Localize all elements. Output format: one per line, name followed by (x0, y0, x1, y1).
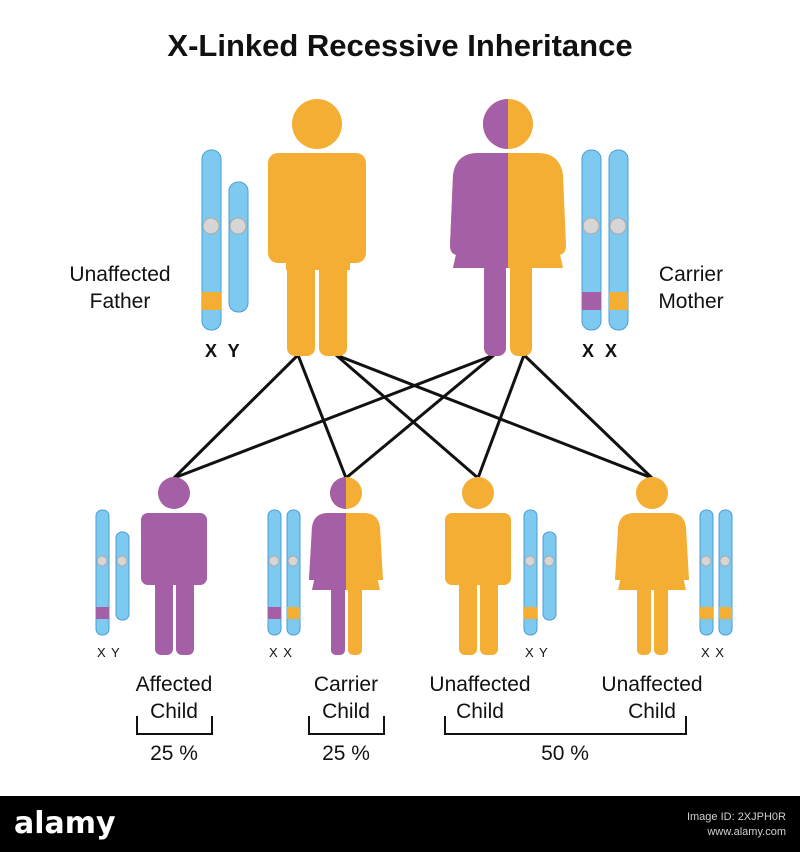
inheritance-lines (172, 353, 654, 480)
child1-label: Affected Child (114, 671, 234, 725)
child2-label-line2: Child (322, 700, 370, 723)
child2-chromosomes (267, 509, 301, 636)
bracket-unaffected (444, 716, 687, 735)
watermark-footer: alamy Image ID: 2XJPH0R www.alamy.com (0, 796, 800, 852)
child2-label-line1: Carrier (313, 673, 379, 696)
percentage-brackets (136, 716, 687, 735)
father-label-line2: Father (89, 290, 151, 313)
line-mother-to-child2 (345, 353, 495, 480)
father-chromosome-label: X Y (205, 341, 243, 361)
line-mother-to-child1 (173, 353, 495, 480)
mother-label-line1: Carrier (658, 263, 724, 286)
line-father-to-child3 (335, 353, 479, 480)
child4-label: Unaffected Child (590, 671, 714, 725)
child1-label-line1: Affected (135, 673, 213, 696)
child4-label-line1: Unaffected (601, 673, 703, 696)
alamy-logo: alamy (14, 806, 116, 841)
child4-chromosome-label: X X (701, 645, 725, 660)
child3-figure (445, 477, 511, 655)
footer-meta: Image ID: 2XJPH0R www.alamy.com (687, 810, 786, 840)
mother-label-line2: Mother (658, 290, 724, 313)
chromosome-icon (608, 149, 629, 331)
chromosome-icon (228, 181, 249, 313)
mother-figure (450, 99, 566, 356)
chromosome-icon (581, 149, 602, 331)
line-mother-to-child4 (522, 353, 654, 480)
child4-label-line2: Child (628, 700, 676, 723)
site-url: www.alamy.com (707, 826, 786, 838)
percentage-affected: 25 % (150, 742, 198, 765)
line-father-to-child1 (172, 353, 300, 480)
father-label: Unaffected Father (50, 261, 190, 315)
child4-chromosomes (699, 509, 733, 636)
inheritance-diagram (95, 99, 733, 735)
percentage-unaffected: 50 % (541, 742, 589, 765)
child1-chromosome-label: X Y (97, 645, 121, 660)
child4-figure (615, 477, 689, 655)
child1-chromosomes (95, 509, 130, 636)
mother-chromosome-label: X X (582, 341, 621, 361)
bracket-carrier (308, 716, 385, 735)
child3-label-line2: Child (456, 700, 504, 723)
line-father-to-child2 (296, 354, 348, 479)
line-mother-to-child3 (476, 354, 526, 479)
chromosome-icon (201, 149, 222, 331)
child3-label: Unaffected Child (418, 671, 542, 725)
mother-chromosomes (581, 149, 629, 331)
child1-label-line2: Child (150, 700, 198, 723)
child3-chromosome-label: X Y (525, 645, 549, 660)
child2-label: Carrier Child (286, 671, 406, 725)
percentage-carrier: 25 % (322, 742, 370, 765)
child2-chromosome-label: X X (269, 645, 293, 660)
child2-figure (309, 477, 383, 655)
bracket-affected (136, 716, 213, 735)
father-label-line1: Unaffected (69, 263, 171, 286)
child3-chromosomes (523, 509, 557, 636)
mother-label: Carrier Mother (636, 261, 746, 315)
image-id: Image ID: 2XJPH0R (686, 811, 786, 823)
line-father-to-child4 (335, 353, 653, 480)
page-title: X-Linked Recessive Inheritance (167, 28, 633, 63)
father-chromosomes (201, 149, 249, 331)
father-figure (268, 99, 366, 356)
child3-label-line1: Unaffected (429, 673, 531, 696)
child1-figure (141, 477, 207, 655)
